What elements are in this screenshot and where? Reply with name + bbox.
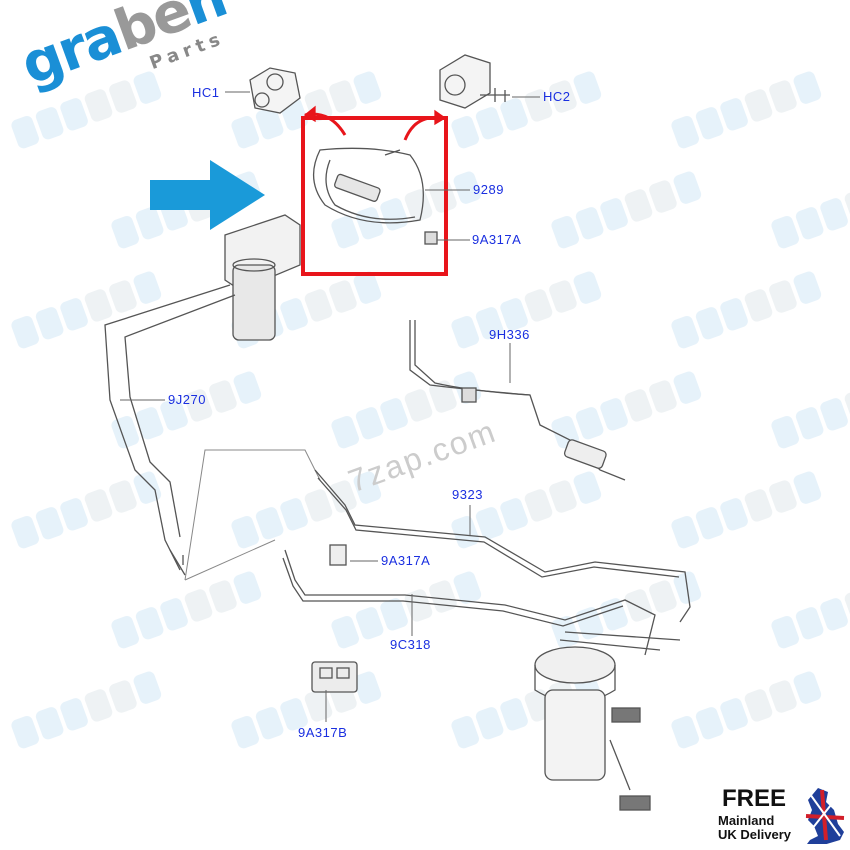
graben-watermark xyxy=(11,471,162,549)
pipe-9c318 xyxy=(282,549,656,656)
fuel-filter-part xyxy=(224,214,301,341)
callout-hc1: HC1 xyxy=(192,85,220,100)
clip-9a317a-mid xyxy=(329,544,347,566)
graben-watermark xyxy=(671,471,822,549)
hc2-clip-part xyxy=(439,54,510,109)
graben-watermark xyxy=(331,171,482,249)
callout-leaders xyxy=(120,91,540,722)
graben-watermark xyxy=(11,671,162,749)
graben-watermark xyxy=(11,71,162,149)
callout-9c318: 9C318 xyxy=(390,637,431,652)
clip-9a317a-top xyxy=(424,231,438,245)
callout-9h336: 9H336 xyxy=(489,327,530,342)
graben-watermark xyxy=(451,471,602,549)
graben-watermark xyxy=(551,171,702,249)
uk-flag-map-icon xyxy=(805,788,845,844)
graben-watermark xyxy=(551,371,702,449)
graben-watermark xyxy=(451,71,602,149)
badge-free: FREE xyxy=(722,785,787,812)
clip-9a317b xyxy=(311,661,358,693)
pipe-9h336 xyxy=(409,320,626,481)
badge-uk-delivery: UK Delivery xyxy=(718,827,791,842)
graben-watermark xyxy=(771,589,850,649)
fuel-pump-part xyxy=(534,631,681,811)
hose-assembly-9289 xyxy=(313,147,424,224)
callout-9a317b: 9A317B xyxy=(298,725,348,740)
graben-watermark xyxy=(331,371,482,449)
highlight-box xyxy=(301,116,448,276)
graben-watermark xyxy=(111,571,262,649)
callout-9j270: 9J270 xyxy=(168,392,206,407)
graben-watermark xyxy=(671,671,822,749)
free-delivery-badge: FREE Mainland UK Delivery xyxy=(718,786,848,846)
graben-watermark xyxy=(111,371,262,449)
graben-watermark xyxy=(771,389,850,449)
callout-9a317a-mid: 9A317A xyxy=(381,553,431,568)
graben-watermark xyxy=(231,471,382,549)
graben-watermark xyxy=(771,189,850,249)
graben-watermark xyxy=(451,271,602,349)
graben-watermark xyxy=(231,271,382,349)
pipe-9j270 xyxy=(104,284,236,576)
badge-mainland: Mainland xyxy=(718,813,775,828)
callout-9a317a-top: 9A317A xyxy=(472,232,522,247)
graben-watermark xyxy=(671,71,822,149)
callout-9323: 9323 xyxy=(452,487,483,502)
blue-pointer-arrow xyxy=(150,160,265,230)
graben-watermark xyxy=(11,271,162,349)
hc1-clip-part xyxy=(249,67,301,114)
callout-hc2: HC2 xyxy=(543,89,571,104)
graben-watermark xyxy=(671,271,822,349)
callout-9289: 9289 xyxy=(473,182,504,197)
pipe-9323 xyxy=(314,469,691,623)
